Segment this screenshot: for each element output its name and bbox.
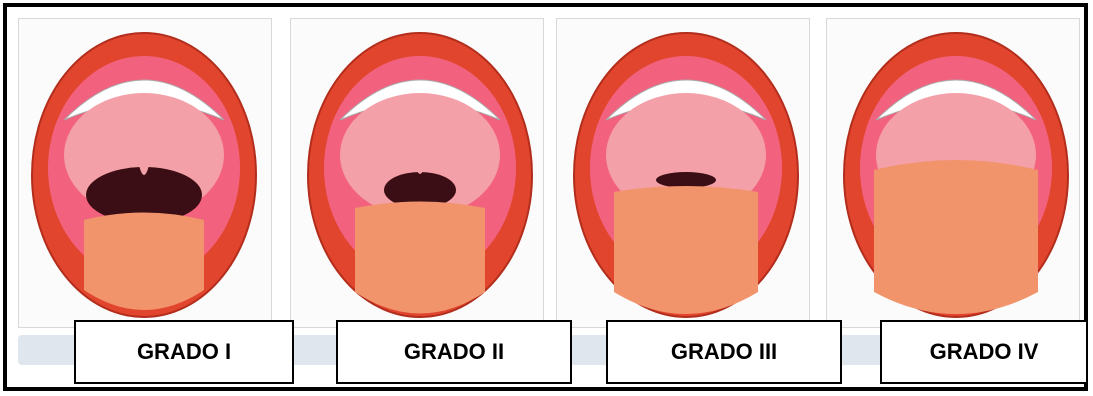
mouth-illustration-grade-2 [300,30,540,330]
mouth-illustration-grade-3 [566,30,806,330]
grade-label-3: GRADO III [606,320,842,384]
grade-label-4: GRADO IV [880,320,1088,384]
mouth-illustration-grade-1 [24,30,264,330]
grade-label-1: GRADO I [74,320,294,384]
mouth-illustration-grade-4 [836,30,1076,330]
grade-label-2: GRADO II [336,320,572,384]
